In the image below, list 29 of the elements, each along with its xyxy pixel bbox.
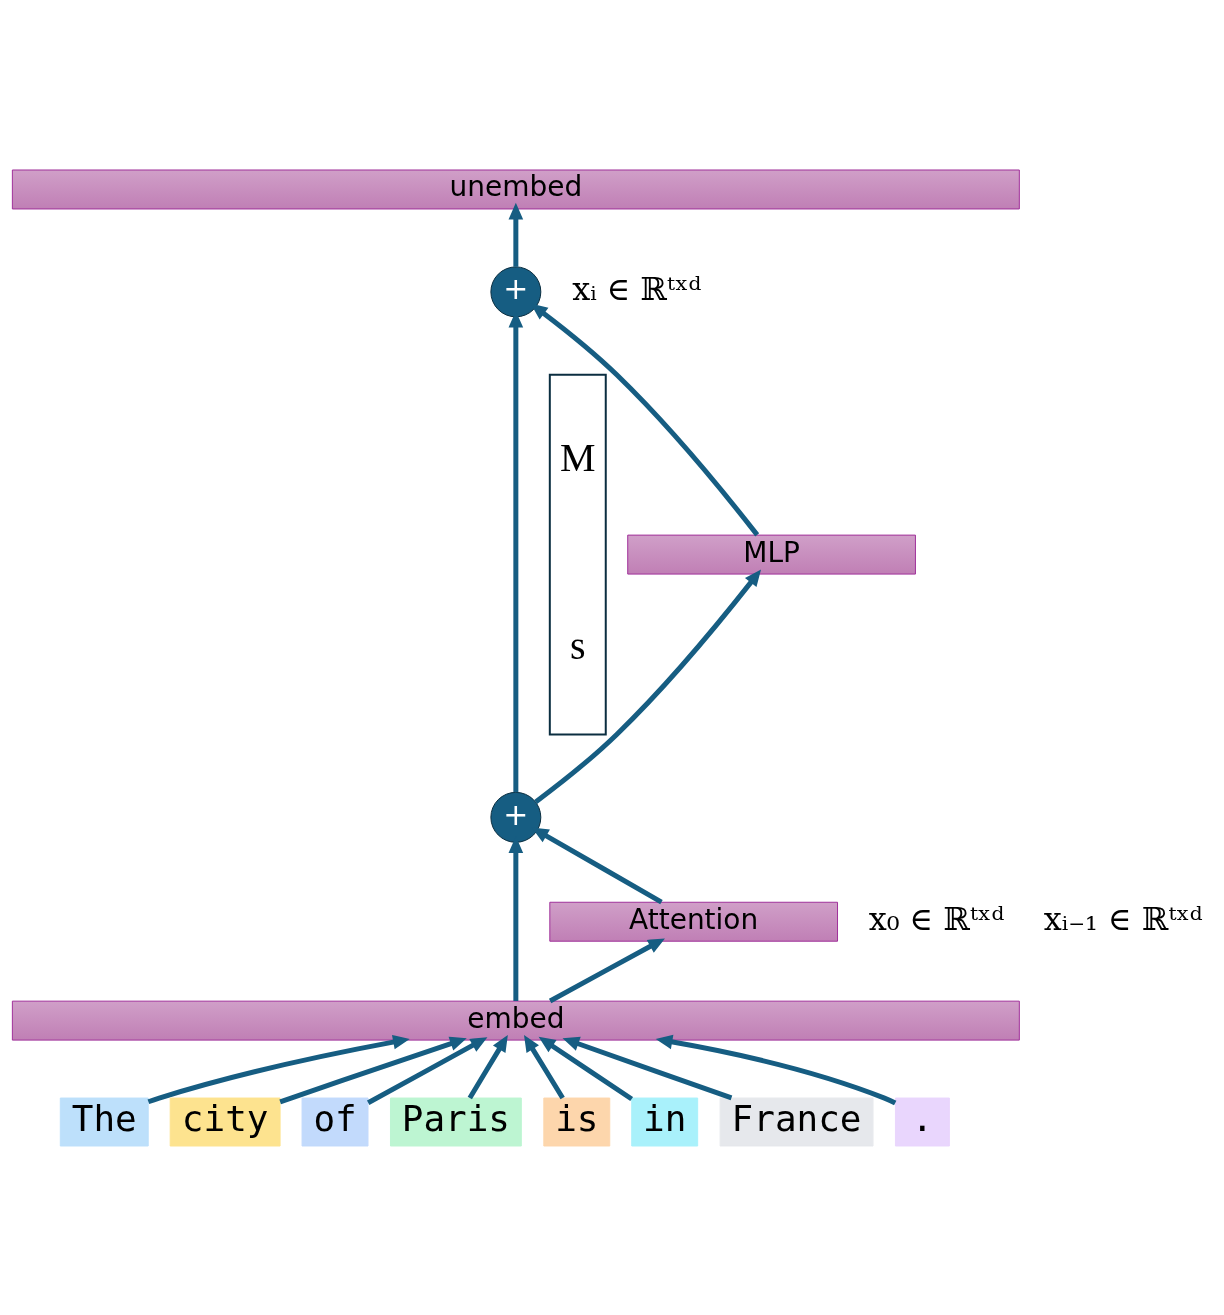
node-box: Attention [549,901,838,942]
arrow [655,1034,897,1105]
arrow [367,1036,488,1105]
node-box: unembed [11,169,1020,209]
node-circle: + [490,265,542,317]
label: x₀ ∈ ℝᵗˣᵈ [868,899,1005,938]
node-box: in [631,1097,699,1146]
arrow [538,1036,634,1101]
arrow [279,1036,467,1104]
node-box: The [59,1097,149,1146]
arrow [508,202,524,267]
node-box: M s [548,373,607,735]
node-box: Paris [390,1097,522,1146]
node-box: France [719,1097,874,1146]
arrow [548,937,665,1003]
label: xᵢ ∈ ℝᵗˣᵈ [572,269,702,308]
node-box: MLP [627,534,916,575]
node-box: is [543,1097,611,1146]
arrow [562,1036,733,1100]
arrow [467,1034,508,1099]
node-box: embed [11,1000,1020,1041]
node-circle: + [490,791,542,843]
arrow [534,568,762,804]
arrow [147,1034,410,1104]
label: xᵢ₋₁ ∈ ℝᵗˣᵈ [1043,899,1203,938]
node-box: . [894,1097,950,1146]
node-box: of [301,1097,369,1146]
node-box: city [169,1097,281,1146]
arrow [524,1034,565,1099]
